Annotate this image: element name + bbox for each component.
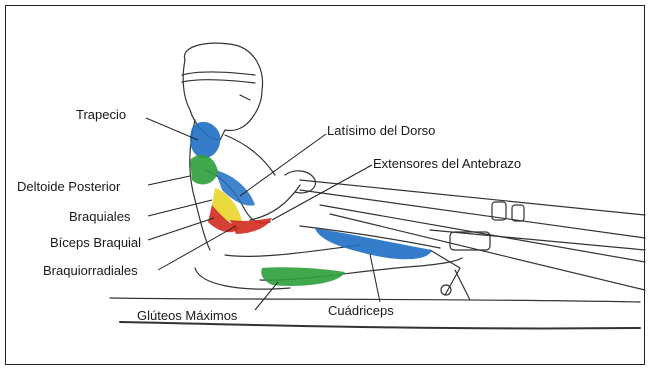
headband — [182, 72, 255, 75]
leader-deltoide — [148, 176, 190, 185]
label-braquiorradiales: Braquiorradiales — [43, 264, 138, 277]
label-cuadriceps: Cuádriceps — [328, 304, 394, 317]
rail-clamp-2 — [512, 205, 524, 221]
forearm — [250, 185, 300, 220]
label-extensores-del-antebrazo: Extensores del Antebrazo — [373, 157, 521, 170]
thigh-top — [225, 245, 360, 256]
eye — [240, 95, 250, 100]
leader-trapecio — [146, 118, 198, 140]
foot-strut — [430, 250, 460, 295]
strut-leg — [455, 270, 470, 300]
trapecio-muscle — [190, 122, 220, 158]
leader-biceps — [148, 218, 214, 240]
chest-outline — [225, 135, 275, 175]
deltoide-muscle — [190, 155, 218, 185]
ground-line — [110, 298, 640, 302]
leader-cuadriceps — [370, 254, 380, 302]
label-braquiales: Braquiales — [69, 210, 130, 223]
label-gluteos-maximos: Glúteos Máximos — [137, 309, 237, 322]
leader-gluteos — [255, 282, 278, 310]
leader-latisimo — [240, 134, 326, 196]
leader-braquiales — [148, 200, 212, 216]
label-biceps-braquial: Bíceps Braquial — [50, 236, 141, 249]
label-deltoide-posterior: Deltoide Posterior — [17, 180, 120, 193]
label-latisimo-del-dorso: Latísimo del Dorso — [327, 124, 435, 137]
label-trapecio: Trapecio — [76, 108, 126, 121]
gluteos-muscle — [261, 267, 345, 286]
